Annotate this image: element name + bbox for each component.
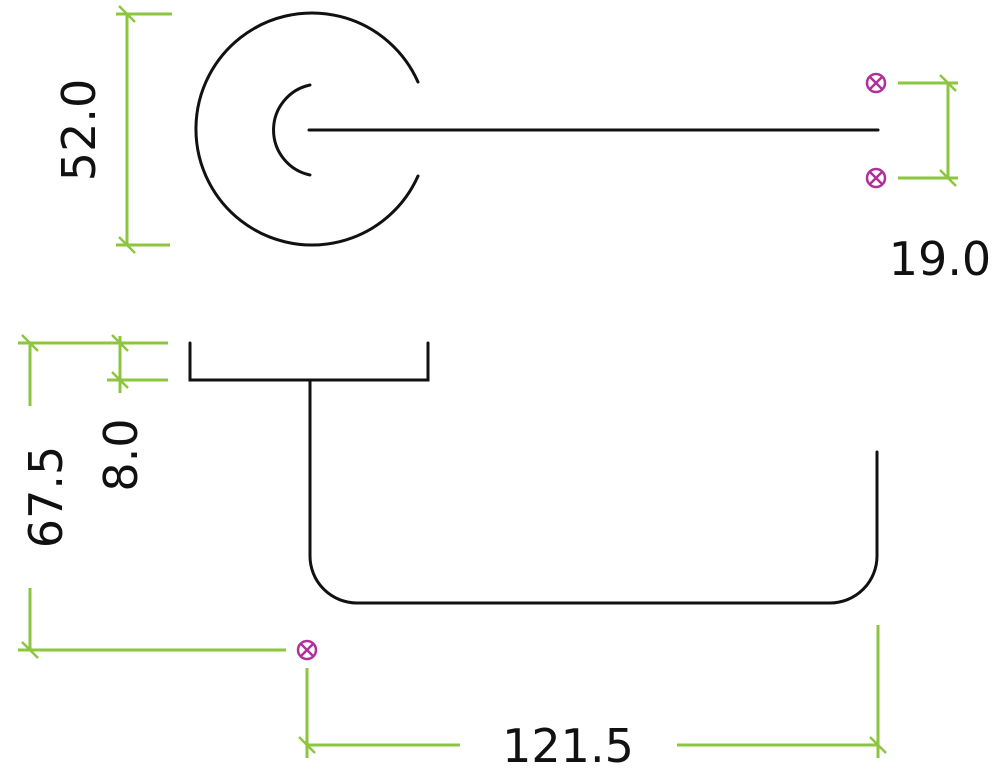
rose-side <box>188 341 430 382</box>
dimension-label: 67.5 <box>19 446 73 548</box>
dimension-label: 8.0 <box>94 418 148 491</box>
dimension-label: 121.5 <box>502 719 634 773</box>
dimension-rose-thickness: 8.0 <box>94 334 168 492</box>
lever-side <box>308 378 879 605</box>
fixing-marker-icon <box>865 167 887 189</box>
side-view <box>188 341 879 605</box>
dimension-lever-length: 121.5 <box>298 625 887 773</box>
dimension-projection: 67.5 <box>18 334 286 659</box>
dimension-fixing-spacing: 19.0 <box>889 74 991 286</box>
dimension-rose-diameter: 52.0 <box>52 5 172 254</box>
fixing-marker-icon <box>865 72 887 94</box>
spindle-arc <box>272 83 312 177</box>
dimension-label: 52.0 <box>52 79 106 181</box>
plan-view <box>194 11 880 247</box>
datum-marker-icon <box>296 639 318 661</box>
dimension-label: 19.0 <box>889 232 991 286</box>
rose-outline <box>194 11 420 247</box>
